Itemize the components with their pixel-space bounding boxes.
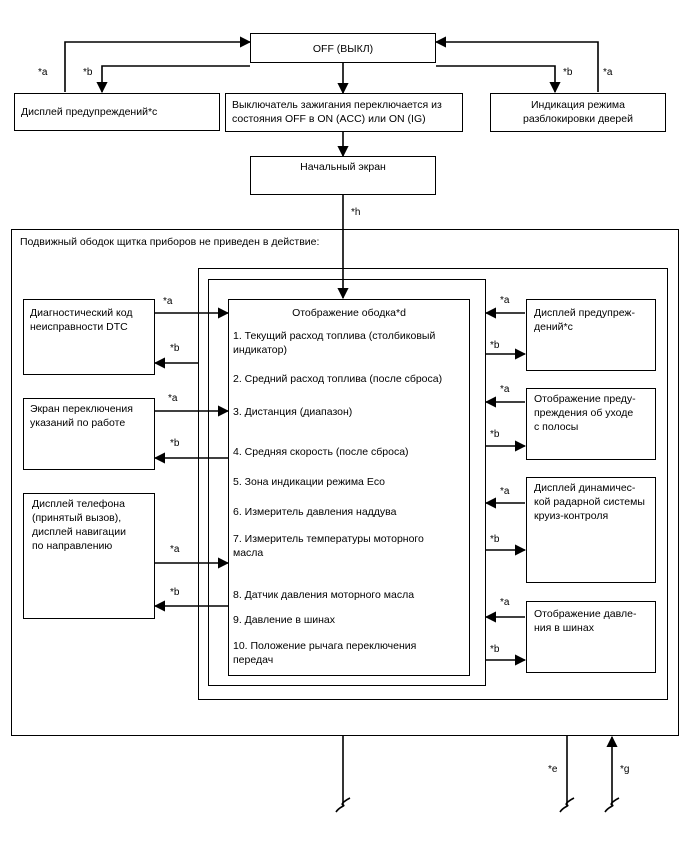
off-label: OFF (ВЫКЛ): [312, 43, 374, 55]
mark-a-warn-r: *a: [500, 295, 510, 306]
mark-b-phone: *b: [170, 587, 180, 598]
mark-g: *g: [620, 764, 630, 775]
arrow-off-to-warn: [96, 65, 250, 94]
unlock-line-1: Индикация режима: [531, 99, 625, 111]
inner-frame-2: [208, 279, 486, 686]
lane-line-2: преждения об уходе: [534, 407, 634, 419]
radar-line-1: Дисплей динамичес-: [534, 482, 636, 494]
item-10b: передач: [233, 654, 274, 666]
mark-a-switch: *a: [168, 393, 178, 404]
mark-b-tire: *b: [490, 644, 500, 655]
mark-a-radar: *a: [500, 486, 510, 497]
dtc-line-2: неисправности DTC: [30, 321, 128, 333]
bezel-title: Отображение ободка*d: [292, 307, 406, 319]
mark-b-switch: *b: [170, 438, 180, 449]
unlock-line-2: разблокировки дверей: [523, 113, 633, 125]
mark-b-top-left: *b: [83, 67, 93, 78]
warn-display-label: Дисплей предупреждений*c: [21, 106, 158, 118]
mark-a-top-right: *a: [603, 67, 613, 78]
start-screen-label: Начальный экран: [300, 161, 386, 173]
inner-frame-1: [198, 268, 668, 700]
item-1b: индикатор): [233, 344, 287, 356]
item-5: 5. Зона индикации режима Eco: [233, 476, 385, 488]
phone-line-2: (принятый вызов),: [32, 512, 122, 524]
item-1a: 1. Текущий расход топлива (столбиковый: [233, 330, 436, 342]
arrow-off-to-unlock: [436, 65, 561, 94]
phone-line-4: по направлению: [32, 540, 113, 552]
mark-b-radar: *b: [490, 534, 500, 545]
mark-b-warn-r: *b: [490, 340, 500, 351]
warn-display-box: Дисплей предупреждений*c: [14, 93, 220, 131]
item-10a: 10. Положение рычага переключения: [233, 640, 417, 652]
warn-right-line-1: Дисплей предупреж-: [534, 307, 635, 319]
phone-box: Дисплей телефона (принятый вызов), диспл…: [23, 493, 155, 619]
tire-line-1: Отображение давле-: [534, 608, 637, 620]
item-2: 2. Средний расход топлива (после сброса): [233, 373, 443, 385]
radar-line-2: кой радарной системы: [534, 496, 645, 508]
unlock-box: Индикация режима разблокировки дверей: [490, 93, 666, 132]
tire-line-2: ния в шинах: [534, 622, 594, 634]
radar-line-3: круиз-контроля: [534, 510, 609, 522]
mark-a-dtc: *a: [163, 296, 173, 307]
switch-line-1: Экран переключения: [30, 403, 133, 415]
bezel-display-box: Отображение ободка*d 1. Текущий расход т…: [228, 299, 470, 676]
ignition-box: Выключатель зажигания переключается из с…: [225, 93, 463, 132]
arrow-warn-to-off: [64, 36, 252, 92]
warn-right-line-2: дений*c: [534, 321, 573, 333]
lane-line-3: с полосы: [534, 421, 579, 433]
phone-line-3: дисплей навигации: [32, 526, 126, 538]
item-4: 4. Средняя скорость (после сброса): [233, 446, 409, 458]
item-9: 9. Давление в шинах: [233, 614, 336, 626]
mark-b-dtc: *b: [170, 343, 180, 354]
radar-box: Дисплей динамичес- кой радарной системы …: [526, 477, 656, 583]
ignition-line-2: состояния OFF в ON (ACC) или ON (IG): [232, 113, 426, 125]
start-screen-box: Начальный экран: [250, 156, 436, 195]
mark-b-lane: *b: [490, 429, 500, 440]
item-7b: масла: [233, 547, 264, 559]
break-mark-left: [335, 797, 351, 813]
item-6: 6. Измеритель давления наддува: [233, 506, 397, 518]
off-box: OFF (ВЫКЛ): [250, 33, 436, 63]
item-7a: 7. Измеритель температуры моторного: [233, 533, 424, 545]
arrow-unlock-to-off: [434, 36, 599, 92]
mark-a-top-left: *a: [38, 67, 48, 78]
item-3: 3. Дистанция (диапазон): [233, 406, 353, 418]
item-8: 8. Датчик давления моторного масла: [233, 589, 415, 601]
lane-line-1: Отображение преду-: [534, 393, 636, 405]
mark-e: *e: [548, 764, 558, 775]
tire-box: Отображение давле- ния в шинах: [526, 601, 656, 673]
switch-line-2: указаний по работе: [30, 417, 126, 429]
phone-line-1: Дисплей телефона: [32, 498, 125, 510]
lane-box: Отображение преду- преждения об уходе с …: [526, 388, 656, 460]
frame-title: Подвижный ободок щитка приборов не приве…: [20, 236, 320, 248]
mark-a-lane: *a: [500, 384, 510, 395]
outer-frame: Подвижный ободок щитка приборов не приве…: [11, 229, 679, 736]
mark-a-tire: *a: [500, 597, 510, 608]
mark-a-phone: *a: [170, 544, 180, 555]
break-mark-g: [604, 797, 620, 813]
break-mark-e: [559, 797, 575, 813]
warn-right-box: Дисплей предупреж- дений*c: [526, 299, 656, 371]
mark-b-top-right: *b: [563, 67, 573, 78]
dtc-line-1: Диагностический код: [30, 307, 133, 319]
dtc-box: Диагностический код неисправности DTC: [23, 299, 155, 375]
mark-h: *h: [351, 207, 361, 218]
switch-screen-box: Экран переключения указаний по работе: [23, 398, 155, 470]
ignition-line-1: Выключатель зажигания переключается из: [232, 99, 442, 111]
